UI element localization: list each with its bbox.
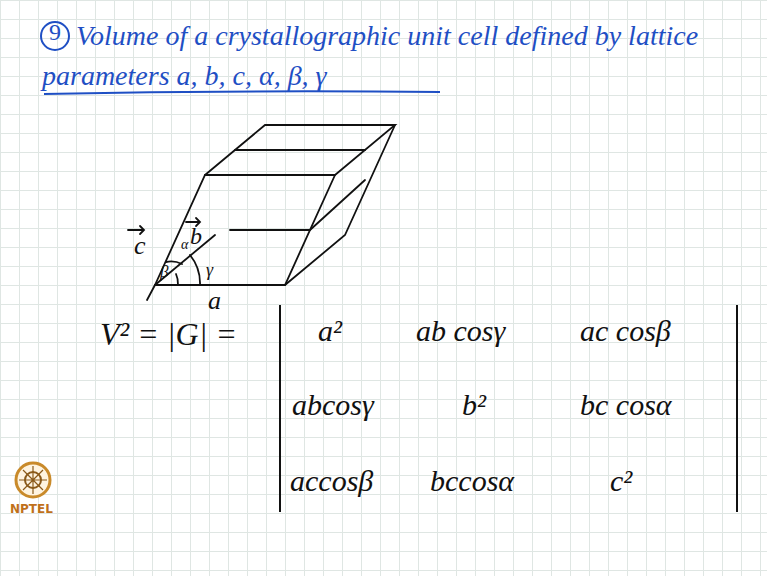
mid-line [230,180,365,230]
unit-cell-sketch [128,125,395,300]
vector-label: b [190,223,202,250]
b-vector-line [155,235,215,285]
matrix-cell: accosβ [290,464,373,498]
angle-label: α [181,237,188,253]
matrix-cell: ab cosγ [416,314,505,348]
matrix-cell: c² [610,464,632,498]
logo-ring [16,463,50,497]
mid-line [235,149,365,151]
matrix-cell: b² [462,388,486,422]
tick [147,285,155,300]
vector-label: c [134,231,146,261]
det-bar [736,305,738,512]
cell-face [205,125,395,175]
section-number: 9 [49,19,61,46]
angle-label: γ [206,260,213,281]
matrix-cell: bc cosα [580,388,672,422]
det-bar [279,305,281,512]
logo-spokes [19,466,47,494]
gamma-arc [176,274,178,285]
nptel-logo [16,463,50,497]
logo-text: NPTEL [10,502,53,516]
slide-title: Volume of a crystallographic unit cell d… [42,16,702,96]
angle-label: β [160,262,168,282]
vector-label: a [208,286,221,316]
determinant-bars [280,305,737,512]
matrix-cell: bccosα [430,464,514,498]
matrix-cell: ac cosβ [580,314,671,348]
equation-lhs: V² = |G| = [100,316,237,353]
cell-face [285,125,395,285]
matrix-cell: abcosγ [292,388,374,422]
matrix-cell: a² [318,314,342,348]
gamma-arc [190,255,200,285]
underline [44,91,440,94]
